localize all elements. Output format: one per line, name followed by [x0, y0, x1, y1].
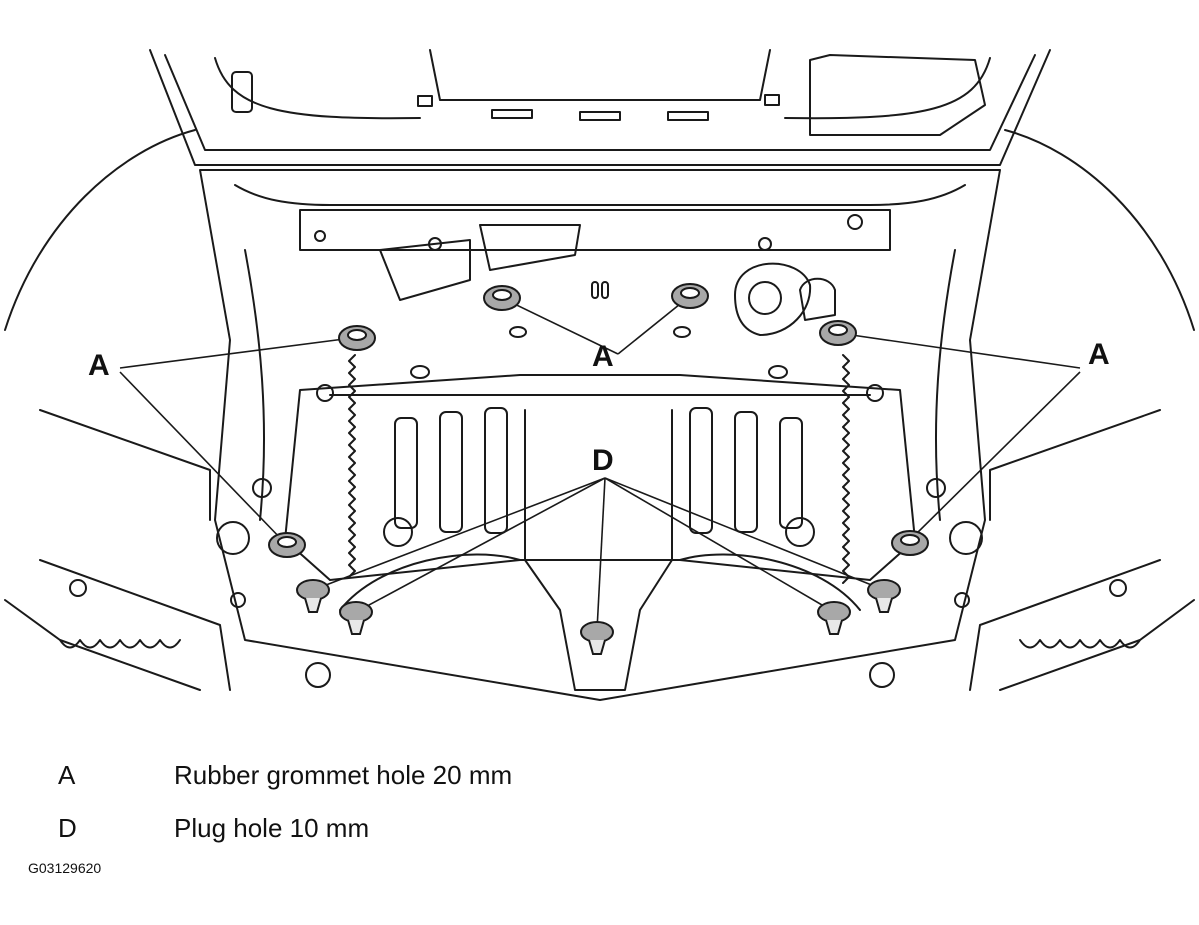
plugs: [296, 579, 901, 655]
rear-panel: [299, 209, 891, 336]
legend-description: Rubber grommet hole 20 mm: [174, 760, 513, 790]
leader-lines: [119, 295, 1081, 631]
grommet-a-left-upper: [338, 325, 376, 351]
plug-d-4: [817, 601, 851, 635]
grommet-a-right-upper: [819, 320, 857, 346]
plug-d-1: [296, 579, 330, 613]
plug-d-5: [867, 579, 901, 613]
trunk-floor-illustration: A A A D: [4, 49, 1195, 701]
grommet-a-right-lower: [891, 530, 929, 556]
callout-d: D: [592, 444, 614, 477]
callout-a-left: A: [88, 349, 110, 382]
callout-a-right: A: [1088, 338, 1110, 371]
grommet-a-left-lower: [268, 532, 306, 558]
callout-a-center: A: [592, 340, 614, 373]
plug-d-3: [580, 621, 614, 655]
plug-d-2: [339, 601, 373, 635]
side-members: [348, 354, 850, 584]
rubber-grommets: [268, 283, 929, 558]
body-sides: [4, 129, 1195, 691]
grommet-a-center-right: [671, 283, 709, 309]
legend-letter: A: [58, 760, 76, 790]
figure-id: G03129620: [28, 860, 102, 876]
grommet-a-center-left: [483, 285, 521, 311]
trunk-opening-frame: [199, 169, 1001, 701]
trunk-lid: [149, 49, 1051, 166]
legend-letter: D: [58, 813, 77, 843]
small-holes: [69, 326, 1127, 608]
floor-pan: [216, 374, 983, 691]
legend-description: Plug hole 10 mm: [174, 813, 370, 843]
